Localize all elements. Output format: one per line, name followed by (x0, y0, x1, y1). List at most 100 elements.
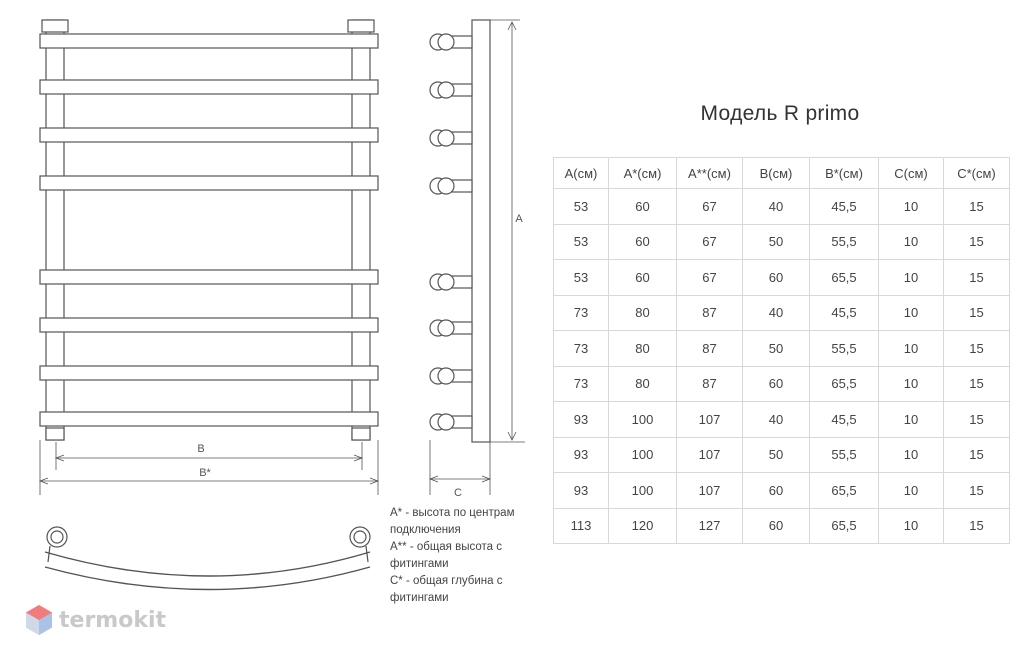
table-cell: 107 (676, 472, 743, 509)
table-cell: 10 (878, 507, 944, 544)
table-cell: 93 (553, 472, 609, 509)
table-cell: 60 (742, 365, 810, 402)
bar-end-knob (429, 413, 473, 431)
note-a-star: A* - высота по центрам подключения (390, 507, 515, 536)
table-cell: 100 (608, 436, 677, 473)
table-cell: 65,5 (809, 507, 879, 544)
table-cell: 55,5 (809, 436, 879, 473)
table-cell: 73 (553, 330, 609, 367)
table-cell: 40 (742, 294, 810, 331)
dimensions-table: A(см) A*(см) A**(см) B(см) B*(см) C(см) … (553, 157, 1010, 544)
table-cell: 10 (878, 259, 944, 296)
table-cell: 40 (742, 401, 810, 438)
table-cell: 67 (676, 188, 743, 225)
table-cell: 55,5 (809, 330, 879, 367)
table-cell: 55,5 (809, 223, 879, 260)
table-cell: 53 (553, 223, 609, 260)
rail-bar (39, 33, 379, 49)
table-cell: 73 (553, 365, 609, 402)
table-cell: 50 (742, 330, 810, 367)
table-cell: 40 (742, 188, 810, 225)
table-header-row: A(см) A*(см) A**(см) B(см) B*(см) C(см) … (553, 157, 1010, 189)
table-cell: 10 (878, 401, 944, 438)
dimension-c-label: C (454, 487, 462, 499)
table-cell: 107 (676, 436, 743, 473)
note-a-double-star: A** - общая высота с фитингами (390, 541, 502, 570)
legend-notes: A* - высота по центрам подключения A** -… (390, 505, 550, 607)
table-cell: 73 (553, 294, 609, 331)
table-cell: 10 (878, 330, 944, 367)
table-cell: 15 (943, 330, 1010, 367)
bar-end-knob (429, 367, 473, 385)
brand-logo: termokit (25, 604, 166, 636)
table-cell: 15 (943, 365, 1010, 402)
table-cell: 113 (553, 507, 609, 544)
table-cell: 65,5 (809, 472, 879, 509)
table-cell: 50 (742, 436, 810, 473)
table-cell: 60 (608, 188, 677, 225)
rail-bar (39, 127, 379, 143)
table-cell: 15 (943, 188, 1010, 225)
column-header: B*(см) (809, 157, 879, 189)
table-cell: 10 (878, 365, 944, 402)
table-cell: 15 (943, 294, 1010, 331)
table-cell: 80 (608, 365, 677, 402)
column-header: B(см) (742, 157, 810, 189)
table-cell: 120 (608, 507, 677, 544)
table-cell: 10 (878, 294, 944, 331)
table-cell: 100 (608, 401, 677, 438)
table-cell: 60 (608, 259, 677, 296)
table-cell: 10 (878, 188, 944, 225)
table-cell: 15 (943, 401, 1010, 438)
table-cell: 65,5 (809, 365, 879, 402)
table-cell: 10 (878, 436, 944, 473)
table-cell: 127 (676, 507, 743, 544)
bar-end-knob (429, 319, 473, 337)
table-cell: 107 (676, 401, 743, 438)
dimension-a-label: A (515, 213, 523, 225)
hexagon-cube-icon (26, 605, 52, 635)
dimension-b-star-label: B* (199, 467, 211, 479)
table-cell: 60 (742, 507, 810, 544)
column-header: A**(см) (676, 157, 743, 189)
rail-bar (39, 365, 379, 381)
table-cell: 87 (676, 330, 743, 367)
model-title: Модель R primo (700, 102, 860, 125)
table-cell: 60 (742, 472, 810, 509)
table-cell: 80 (608, 294, 677, 331)
table-cell: 93 (553, 436, 609, 473)
table-cell: 87 (676, 365, 743, 402)
column-header: A(см) (553, 157, 609, 189)
column-header: C*(см) (943, 157, 1010, 189)
note-c-star: C* - общая глубина с фитингами (390, 575, 503, 604)
table-cell: 10 (878, 223, 944, 260)
table-cell: 15 (943, 223, 1010, 260)
table-cell: 67 (676, 223, 743, 260)
table-cell: 45,5 (809, 188, 879, 225)
bar-end-knob (429, 177, 473, 195)
table-cell: 60 (742, 259, 810, 296)
table-cell: 15 (943, 259, 1010, 296)
table-cell: 53 (553, 188, 609, 225)
table-cell: 100 (608, 472, 677, 509)
column-header: C(см) (878, 157, 944, 189)
bar-end-knob (429, 129, 473, 147)
dimension-b-label: B (197, 443, 204, 455)
table-cell: 50 (742, 223, 810, 260)
table-cell: 15 (943, 472, 1010, 509)
rail-bar (39, 317, 379, 333)
table-cell: 10 (878, 472, 944, 509)
bar-end-knob (429, 81, 473, 99)
table-cell: 65,5 (809, 259, 879, 296)
table-cell: 45,5 (809, 294, 879, 331)
bar-end-knob (429, 33, 473, 51)
